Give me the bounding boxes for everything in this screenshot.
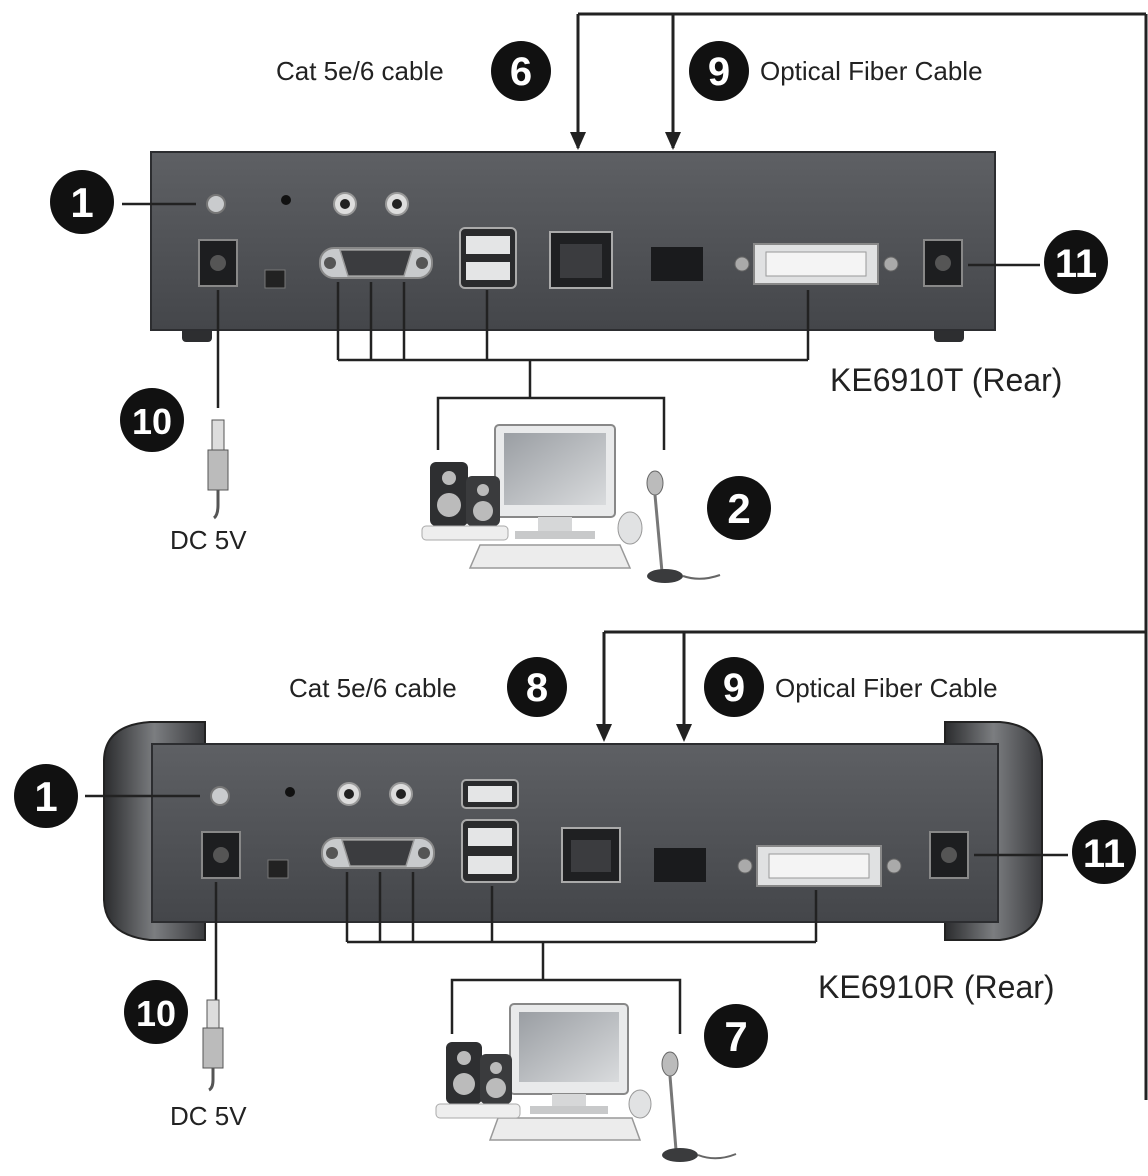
bottom-rj45-port xyxy=(561,827,621,883)
top-cat-cable-number: 6 xyxy=(510,50,532,94)
bottom-unit: Cat 5e/6 cable 8 9 Optical Fiber Cable xyxy=(14,630,1146,1162)
bottom-dvi-port xyxy=(737,845,902,887)
top-fiber-port xyxy=(651,247,703,281)
bottom-power-adapter-badge xyxy=(124,980,188,1044)
bottom-dc-number: 11 xyxy=(1083,832,1125,876)
bottom-cable-lines xyxy=(602,630,1146,730)
top-cat-cable-label: Cat 5e/6 cable xyxy=(276,56,444,86)
top-fiber-number: 9 xyxy=(708,50,730,94)
bottom-fiber-port xyxy=(654,848,706,882)
top-fiber-cable-label: Optical Fiber Cable xyxy=(760,56,983,86)
top-rj45-port xyxy=(549,231,613,289)
bottom-dc-badge xyxy=(1072,820,1136,884)
top-fiber-badge xyxy=(689,41,749,101)
bottom-rs232-port xyxy=(321,837,435,869)
top-console-computer-icon xyxy=(468,424,643,569)
bottom-cat-arrow xyxy=(596,724,612,742)
bottom-console-badge xyxy=(704,1004,768,1068)
top-fiber-arrow xyxy=(665,132,681,150)
top-cat-arrow xyxy=(570,132,586,150)
bottom-reset-hole xyxy=(285,787,295,797)
top-led-badge xyxy=(50,170,114,234)
top-reset-hole xyxy=(281,195,291,205)
top-power-led xyxy=(206,194,226,214)
bottom-fiber-arrow xyxy=(676,724,692,742)
top-led-number: 1 xyxy=(70,179,93,226)
top-console-number: 2 xyxy=(727,485,750,532)
bottom-cat-cable-number: 8 xyxy=(526,666,548,710)
top-unit: Cat 5e/6 cable 6 9 Optical Fiber Cable xyxy=(50,12,1148,1100)
top-dc-jack-right-hole xyxy=(935,255,951,271)
top-cable-lines xyxy=(576,12,1148,1100)
bottom-speaker-icon xyxy=(435,1042,521,1119)
bottom-led-number: 1 xyxy=(34,773,57,820)
bottom-microphone-icon xyxy=(661,1051,737,1162)
bottom-console-number: 7 xyxy=(724,1013,747,1060)
top-dc-badge xyxy=(1044,230,1108,294)
bottom-dc-jack-left-hole xyxy=(213,847,229,863)
top-audio-jack-2-hole xyxy=(392,199,402,209)
bottom-fiber-cable-label: Optical Fiber Cable xyxy=(775,673,998,703)
bottom-switch xyxy=(267,859,289,879)
top-console-badge xyxy=(707,476,771,540)
bottom-cat-cable-badge xyxy=(507,657,567,717)
bottom-power-adapter-label: DC 5V xyxy=(170,1101,247,1131)
bottom-led-badge xyxy=(14,764,78,828)
bottom-fiber-number: 9 xyxy=(723,666,745,710)
top-speaker-icon xyxy=(421,462,509,541)
top-power-adapter-number: 10 xyxy=(132,401,172,442)
top-power-plug-icon xyxy=(207,419,229,520)
top-power-adapter-badge xyxy=(120,388,184,452)
top-switch xyxy=(264,269,286,289)
top-power-adapter-label: DC 5V xyxy=(170,525,247,555)
bottom-power-adapter-number: 10 xyxy=(136,993,176,1034)
bottom-console-computer-icon xyxy=(488,1003,652,1141)
bottom-audio-jack-2-hole xyxy=(396,789,406,799)
top-microphone-icon xyxy=(646,470,721,583)
top-console-wiring xyxy=(216,282,810,450)
bottom-power-led xyxy=(210,786,230,806)
bottom-console-wiring xyxy=(214,872,818,1034)
bottom-model-label: KE6910R (Rear) xyxy=(818,969,1055,1005)
bottom-fiber-badge xyxy=(704,657,764,717)
bottom-audio-jack-1-hole xyxy=(344,789,354,799)
bottom-cat-cable-label: Cat 5e/6 cable xyxy=(289,673,457,703)
top-cat-cable-badge xyxy=(491,41,551,101)
top-usb-ports xyxy=(459,227,517,289)
top-dc-jack-left-hole xyxy=(210,255,226,271)
top-dc-number: 11 xyxy=(1055,242,1097,286)
top-audio-jack-1-hole xyxy=(340,199,350,209)
bottom-usb-ports xyxy=(461,819,519,883)
bottom-power-plug-icon xyxy=(202,999,224,1092)
top-dvi-port xyxy=(734,243,899,285)
bottom-dc-jack-right-hole xyxy=(941,847,957,863)
bottom-usb-port-top xyxy=(461,779,519,809)
top-model-label: KE6910T (Rear) xyxy=(830,362,1062,398)
top-rs232-port xyxy=(319,247,433,279)
